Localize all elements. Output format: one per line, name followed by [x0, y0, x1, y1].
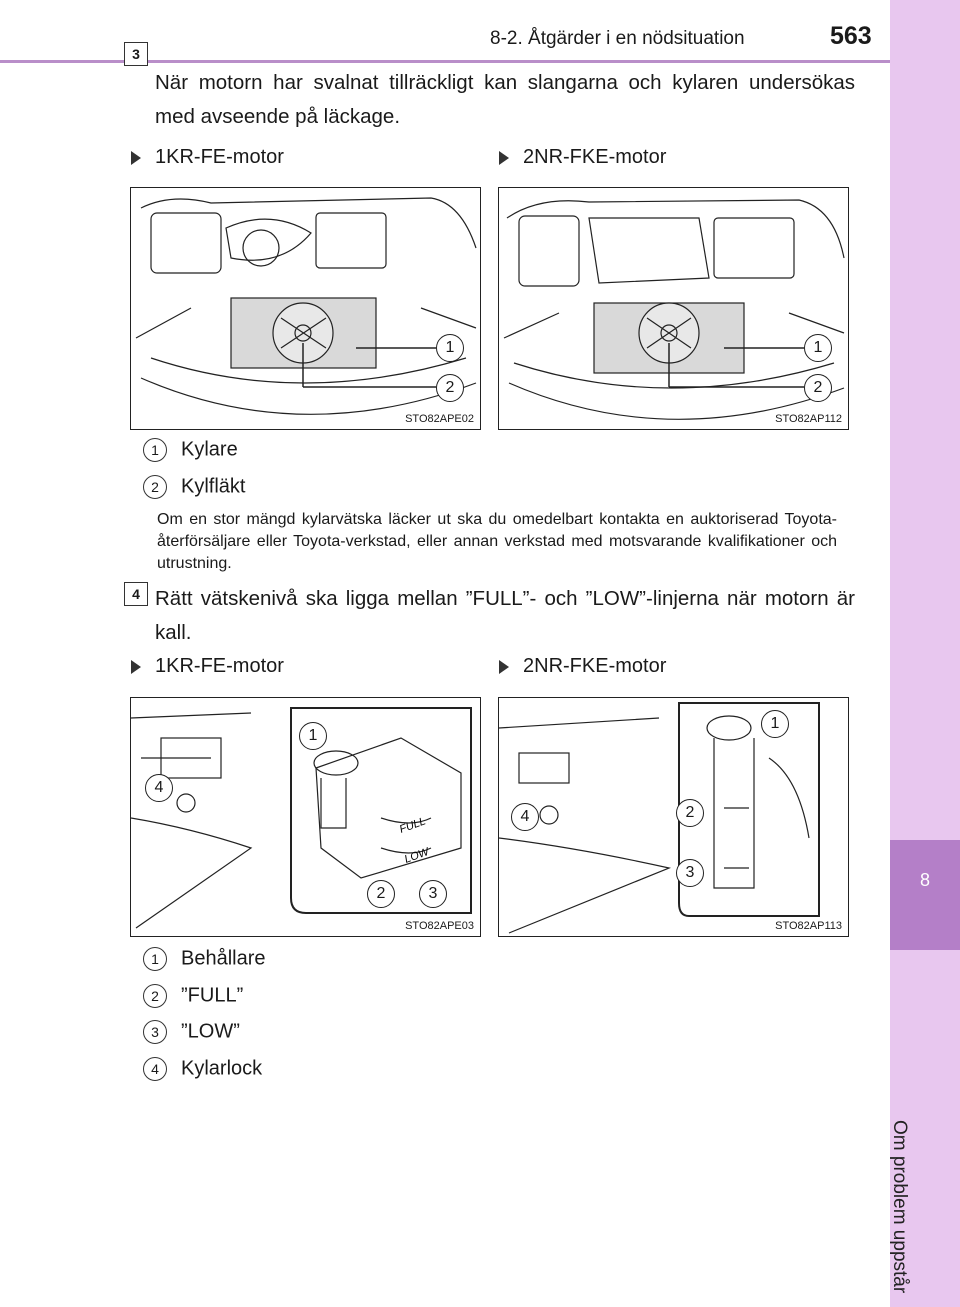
- reservoir-illustration: FULL LOW: [131, 707, 472, 929]
- figure-code: STO82APE03: [405, 920, 474, 932]
- callout-1: 1: [436, 334, 464, 362]
- engine-label-1kr: 1KR-FE-motor: [131, 146, 284, 169]
- engine-label-1kr: 1KR-FE-motor: [131, 655, 284, 678]
- arrow-icon: [499, 659, 509, 674]
- legend-item: 2”FULL”: [143, 984, 243, 1008]
- arrow-icon: [131, 659, 141, 674]
- radiator-figure-1kr: 1 2 STO82APE02: [130, 187, 481, 430]
- page-number: 563: [830, 22, 872, 50]
- figure-code: STO82AP113: [775, 920, 842, 932]
- figure-code: STO82AP112: [775, 413, 842, 425]
- legend-number: 2: [143, 984, 167, 1008]
- callout-3: 3: [419, 880, 447, 908]
- engine-label-2nr: 2NR-FKE-motor: [499, 655, 666, 678]
- step-3-marker: 3: [124, 42, 148, 66]
- arrow-icon: [131, 150, 141, 165]
- engine-bay-illustration: [135, 197, 477, 415]
- engine-bay-illustration: [503, 199, 845, 420]
- callout-1: 1: [804, 334, 832, 362]
- reservoir-figure-1kr: FULL LOW 1 4 2 3 STO82APE03: [130, 697, 481, 937]
- legend-number: 1: [143, 438, 167, 462]
- step-4-marker: 4: [124, 582, 148, 606]
- legend-item: 3”LOW”: [143, 1020, 240, 1044]
- chapter-number: 8: [919, 870, 930, 890]
- reservoir-figure-2nr: 1 2 3 4 STO82AP113: [498, 697, 849, 937]
- reservoir-illustration: [499, 702, 820, 934]
- side-tab: [890, 0, 960, 1307]
- figure-code: STO82APE02: [405, 413, 474, 425]
- legend-number: 1: [143, 947, 167, 971]
- callout-4: 4: [145, 774, 173, 802]
- chapter-label: Om problem uppstår: [889, 1120, 910, 1294]
- arrow-icon: [499, 150, 509, 165]
- step-3-text: När motorn har svalnat tillräckligt kan …: [155, 71, 855, 128]
- callout-4: 4: [511, 803, 539, 831]
- warning-note: Om en stor mängd kylarvätska läcker ut s…: [157, 511, 837, 572]
- legend-number: 4: [143, 1057, 167, 1081]
- radiator-figure-2nr: 1 2 STO82AP112: [498, 187, 849, 430]
- callout-2: 2: [436, 374, 464, 402]
- section-title: 8-2. Åtgärder i en nödsituation: [490, 28, 745, 49]
- callout-1: 1: [299, 722, 327, 750]
- step-4-text: Rätt vätskenivå ska ligga mellan ”FULL”-…: [155, 587, 855, 644]
- callout-2: 2: [367, 880, 395, 908]
- callout-2: 2: [804, 374, 832, 402]
- chapter-tab[interactable]: 8: [890, 840, 960, 950]
- header-divider: [0, 60, 890, 63]
- legend-number: 2: [143, 475, 167, 499]
- callout-3: 3: [676, 859, 704, 887]
- callout-2: 2: [676, 799, 704, 827]
- callout-1: 1: [761, 710, 789, 738]
- engine-label-2nr: 2NR-FKE-motor: [499, 146, 666, 169]
- legend-number: 3: [143, 1020, 167, 1044]
